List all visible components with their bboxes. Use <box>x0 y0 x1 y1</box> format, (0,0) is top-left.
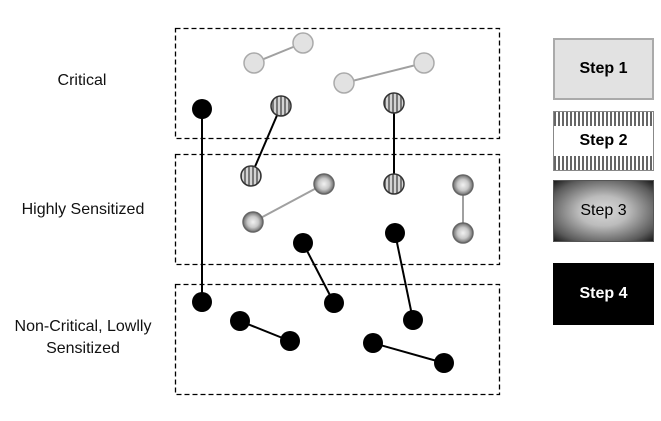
node-step2 <box>383 173 405 195</box>
legend-step2: Step 2 <box>553 111 654 171</box>
link-step1-b <box>343 62 425 84</box>
legend-step2-label: Step 2 <box>554 126 653 156</box>
node-step1 <box>243 52 265 74</box>
node-step3 <box>313 173 335 195</box>
row-label-highly-sensitized: Highly Sensitized <box>21 201 145 218</box>
node-step1 <box>292 32 314 54</box>
node-step3 <box>452 174 474 196</box>
node-step4 <box>230 311 250 331</box>
node-step3 <box>452 222 474 244</box>
node-step4 <box>192 292 212 312</box>
node-step4 <box>280 331 300 351</box>
legend-step1: Step 1 <box>553 38 654 100</box>
legend-step1-label: Step 1 <box>579 60 628 77</box>
node-step4 <box>324 293 344 313</box>
link-step4-c <box>394 232 414 321</box>
legend-step3: Step 3 <box>553 180 654 242</box>
node-step4 <box>403 310 423 330</box>
node-step2 <box>240 165 262 187</box>
link-step4-b <box>302 242 335 304</box>
node-step4 <box>434 353 454 373</box>
link-step4-e <box>372 342 445 364</box>
legend-step4: Step 4 <box>553 263 654 325</box>
node-step3 <box>242 211 264 233</box>
node-step4 <box>192 99 212 119</box>
row-box-non-critical <box>174 283 501 396</box>
row-label-critical: Critical <box>57 72 107 89</box>
row-box-critical <box>174 27 501 140</box>
node-step4 <box>385 223 405 243</box>
node-step2 <box>270 95 292 117</box>
legend-step3-label: Step 3 <box>580 202 627 219</box>
node-step1 <box>413 52 435 74</box>
legend-step4-label: Step 4 <box>579 285 628 302</box>
link-step2-a <box>250 105 282 177</box>
node-step1 <box>333 72 355 94</box>
node-step4 <box>293 233 313 253</box>
node-step2 <box>383 92 405 114</box>
row-label-non-critical: Non-Critical, Lowlly Sensitized <box>14 318 152 357</box>
node-step4 <box>363 333 383 353</box>
row-box-highly-sensitized <box>174 153 501 266</box>
link-step3-a <box>252 183 325 223</box>
